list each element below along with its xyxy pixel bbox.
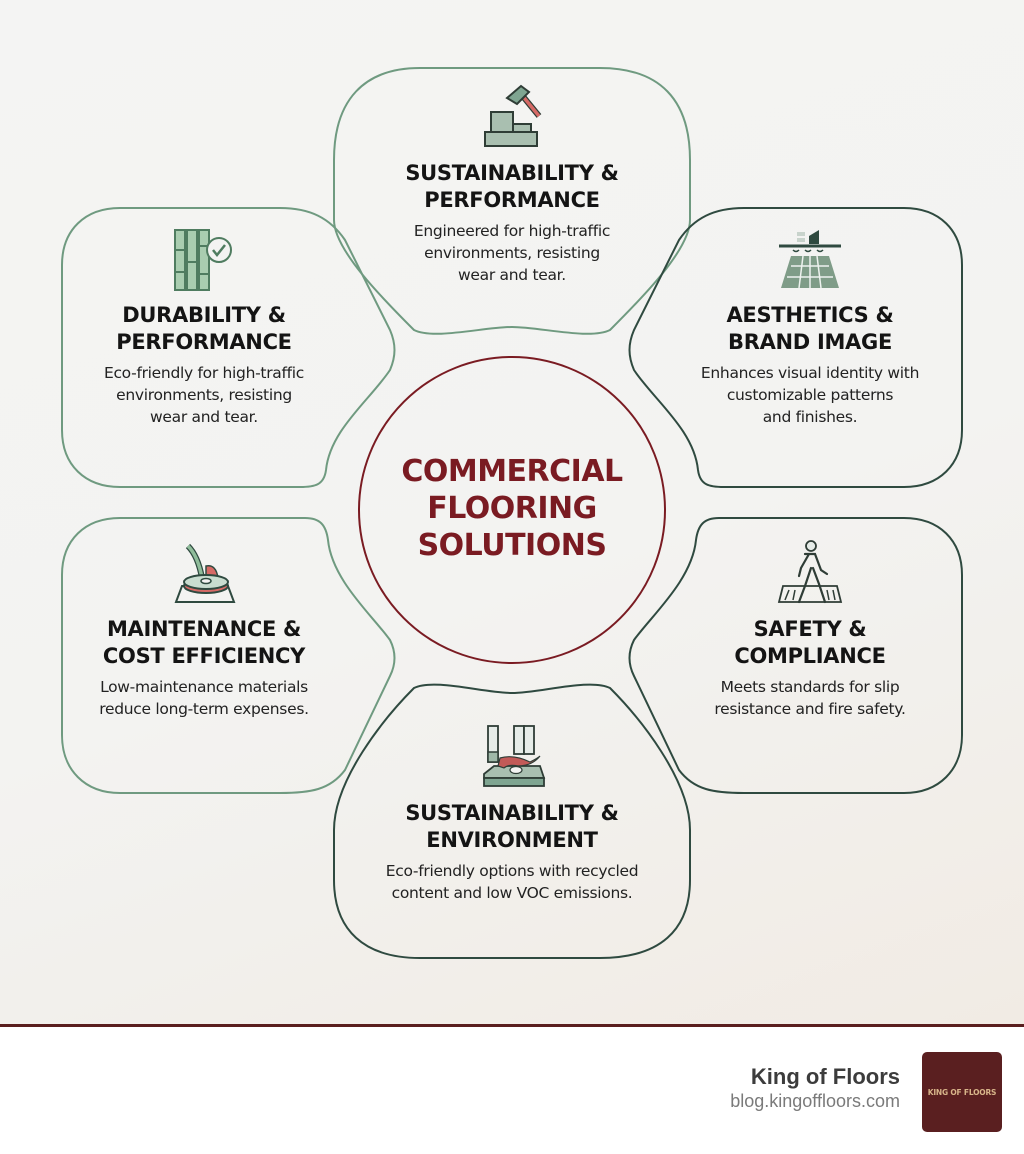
card-description: Enhances visual identity with customizab…: [700, 364, 920, 426]
king-of-floors-logo: KING OF FLOORS: [922, 1052, 1002, 1132]
center-title: COMMERCIAL FLOORING SOLUTIONS: [401, 453, 623, 563]
logo-text: KING OF FLOORS: [927, 1087, 997, 1097]
card-description: Eco-friendly for high-traffic environmen…: [103, 364, 305, 426]
petal-outlines: [61, 67, 963, 959]
bamboo-check-icon: [174, 229, 232, 291]
card-description: Eco-friendly options with recycled conte…: [385, 862, 639, 902]
tile-floor-icon: [779, 230, 841, 289]
card-title: SUSTAINABILITY & ENVIRONMENT: [405, 801, 619, 852]
card-title: SAFETY & COMPLIANCE: [734, 617, 886, 668]
card-description: Meets standards for slip resistance and …: [714, 678, 906, 718]
card-description: Low-maintenance materials reduce long-te…: [99, 678, 309, 718]
lower-right-petal-outline: [628, 517, 963, 794]
brand-name: King of Floors: [750, 1064, 900, 1089]
hammer-concrete-icon: [484, 84, 542, 147]
card-maintenance-cost-efficiency: MAINTENANCE & COST EFFICIENCY Low-mainte…: [70, 538, 338, 720]
card-title: AESTHETICS & BRAND IMAGE: [726, 303, 894, 354]
upper-right-petal-outline: [628, 207, 963, 488]
card-description: Engineered for high-traffic environments…: [413, 222, 611, 284]
pedestrian-crosswalk-icon: [777, 540, 843, 604]
bottom-petal-outline: [333, 683, 691, 959]
upper-left-petal-outline: [61, 207, 396, 488]
footer-divider: [0, 1024, 1024, 1027]
infographic-canvas: COMMERCIAL FLOORING SOLUTIONS SUSTAINABI…: [0, 0, 1024, 1024]
top-petal-outline: [333, 67, 691, 335]
center-circle: [358, 356, 666, 664]
brand-url[interactable]: blog.kingoffloors.com: [730, 1091, 900, 1111]
card-aesthetics-brand-image: AESTHETICS & BRAND IMAGE Enhances visual…: [676, 226, 944, 428]
footer-brand: King of Floors blog.kingoffloors.com: [730, 1064, 900, 1112]
card-sustainability-environment: SUSTAINABILITY & ENVIRONMENT Eco-friendl…: [352, 722, 672, 904]
card-title: DURABILITY & PERFORMANCE: [116, 303, 292, 354]
card-title: SUSTAINABILITY & PERFORMANCE: [405, 161, 619, 212]
floor-buffer-icon: [174, 543, 236, 603]
lower-left-petal-outline: [61, 517, 396, 794]
card-sustainability-performance: SUSTAINABILITY & PERFORMANCE Engineered …: [362, 80, 662, 286]
card-safety-compliance: SAFETY & COMPLIANCE Meets standards for …: [676, 538, 944, 720]
card-title: MAINTENANCE & COST EFFICIENCY: [102, 617, 306, 668]
card-durability-performance: DURABILITY & PERFORMANCE Eco-friendly fo…: [70, 226, 338, 428]
recycled-materials-icon: [483, 725, 546, 787]
